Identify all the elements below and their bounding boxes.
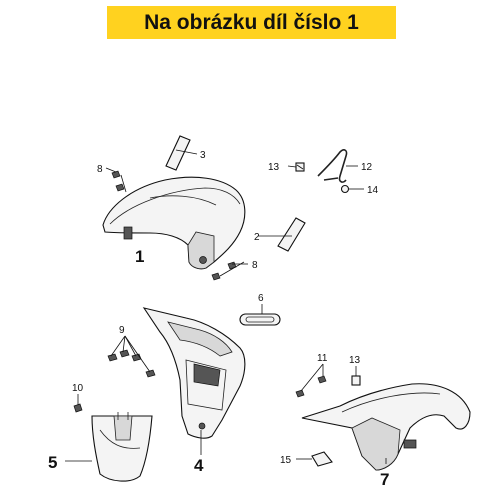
part-15-bracket[interactable] bbox=[311, 451, 333, 467]
part-10-screw[interactable] bbox=[73, 394, 83, 413]
banner-text: Na obrázku díl číslo 1 bbox=[144, 10, 359, 34]
title-banner: Na obrázku díl číslo 1 bbox=[107, 6, 396, 39]
callout-10: 10 bbox=[72, 383, 84, 394]
callout-12: 12 bbox=[361, 162, 373, 173]
callout-8-upper: 8 bbox=[97, 164, 103, 175]
callout-9: 9 bbox=[119, 325, 125, 336]
callout-5: 5 bbox=[48, 453, 57, 472]
part-7-rear-hugger[interactable] bbox=[301, 383, 471, 471]
part-13-clip-top[interactable] bbox=[295, 162, 305, 172]
part-6-pad[interactable] bbox=[239, 313, 281, 326]
callout-15: 15 bbox=[280, 455, 292, 466]
part-8-screws-upper[interactable] bbox=[111, 170, 127, 193]
part-2-sticker[interactable] bbox=[277, 217, 306, 252]
callout-13-lower: 13 bbox=[349, 355, 361, 366]
part-9-screws[interactable] bbox=[107, 335, 156, 378]
part-13-clip-lower[interactable] bbox=[351, 366, 361, 386]
part-5-mud-flap[interactable] bbox=[91, 412, 153, 482]
callout-4: 4 bbox=[194, 456, 204, 475]
part-8-screws-lower[interactable] bbox=[211, 261, 245, 281]
part-4-inner-fender[interactable] bbox=[142, 307, 246, 439]
part-12-wire-clip[interactable] bbox=[317, 149, 348, 183]
leader-lines bbox=[65, 149, 387, 464]
callout-11: 11 bbox=[317, 353, 328, 364]
part-14-screw-top[interactable] bbox=[340, 184, 350, 194]
part-3-sticker[interactable] bbox=[165, 135, 191, 171]
callout-3: 3 bbox=[200, 150, 206, 161]
callout-2: 2 bbox=[254, 232, 260, 243]
callout-14: 14 bbox=[367, 185, 379, 196]
callout-8-lower: 8 bbox=[252, 260, 258, 271]
callout-7: 7 bbox=[380, 470, 389, 489]
callout-labels: 1 2 3 4 5 6 7 8 8 9 10 11 12 13 13 14 15 bbox=[48, 150, 389, 489]
part-11-screws[interactable] bbox=[295, 363, 327, 398]
callout-1: 1 bbox=[135, 247, 144, 266]
callout-13-upper: 13 bbox=[268, 162, 280, 173]
part-1-front-mudguard[interactable] bbox=[102, 176, 246, 270]
callout-6: 6 bbox=[258, 293, 264, 304]
